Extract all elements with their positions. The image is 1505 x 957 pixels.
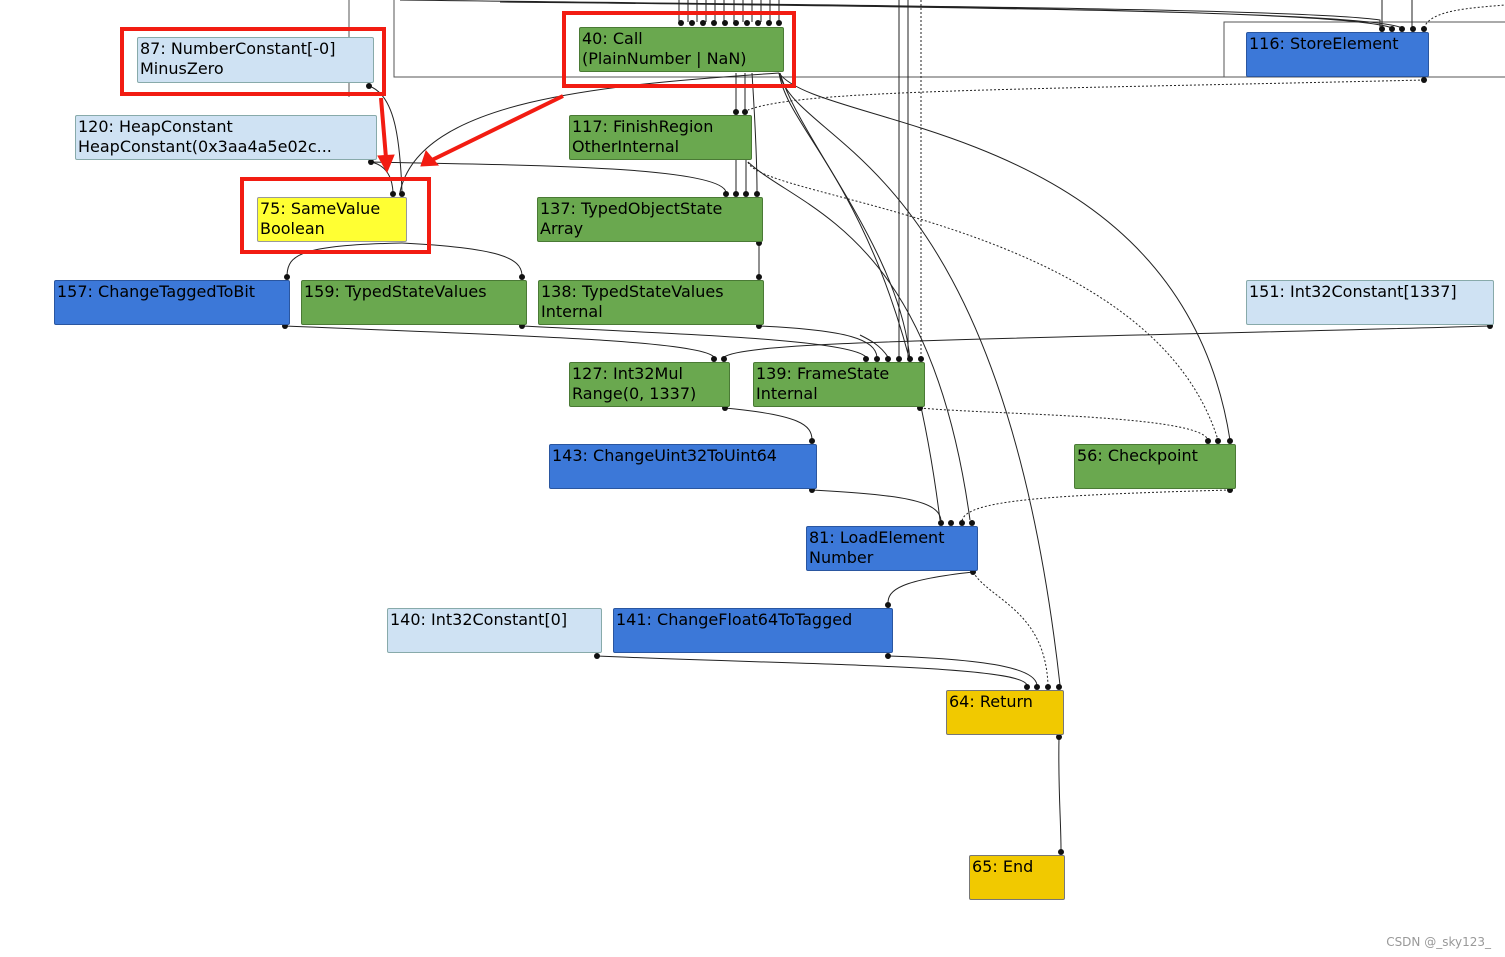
node-label: 141: ChangeFloat64ToTagged [616,610,853,629]
node-type: Range(0, 1337) [572,384,697,403]
node-label: 159: TypedStateValues [304,282,487,301]
node-label: 138: TypedStateValues [541,282,724,301]
node-type: Internal [756,384,818,403]
node-label: 140: Int32Constant[0] [390,610,568,629]
node-type: Internal [541,302,603,321]
node-label: 40: Call [582,29,643,48]
node-116-store-element[interactable]: 116: StoreElement [1246,32,1429,77]
watermark: CSDN @_sky123_ [1386,935,1491,949]
node-type: (PlainNumber | NaN) [582,49,747,68]
node-157-change-tagged-to-bit[interactable]: 157: ChangeTaggedToBit [54,280,290,325]
node-label: 81: LoadElement [809,528,945,547]
node-type: MinusZero [140,59,224,78]
node-141-change-float64-to-tagged[interactable]: 141: ChangeFloat64ToTagged [613,608,893,653]
node-label: 65: End [972,857,1034,876]
node-40-call[interactable]: 40: Call(PlainNumber | NaN) [579,27,784,72]
node-label: 139: FrameState [756,364,890,383]
node-label: 127: Int32Mul [572,364,683,383]
node-type: OtherInternal [572,137,680,156]
node-label: 116: StoreElement [1249,34,1399,53]
node-64-return[interactable]: 64: Return [946,690,1064,735]
node-label: 56: Checkpoint [1077,446,1198,465]
node-56-checkpoint[interactable]: 56: Checkpoint [1074,444,1236,489]
node-type: Array [540,219,584,238]
node-label: 75: SameValue [260,199,381,218]
node-159-typed-state-values[interactable]: 159: TypedStateValues [301,280,527,325]
node-143-change-uint32-to-uint64[interactable]: 143: ChangeUint32ToUint64 [549,444,817,489]
node-label: 117: FinishRegion [572,117,714,136]
node-label: 120: HeapConstant [78,117,233,136]
node-label: 157: ChangeTaggedToBit [57,282,256,301]
node-151-int32-constant[interactable]: 151: Int32Constant[1337] [1246,280,1494,325]
node-65-end[interactable]: 65: End [969,855,1065,900]
node-140-int32-constant[interactable]: 140: Int32Constant[0] [387,608,602,653]
node-label: 137: TypedObjectState [540,199,723,218]
node-label: 151: Int32Constant[1337] [1249,282,1457,301]
node-label: 143: ChangeUint32ToUint64 [552,446,777,465]
node-label: 64: Return [949,692,1033,711]
node-type: Boolean [260,219,325,238]
node-type: HeapConstant(0x3aa4a5e02c... [78,137,332,156]
node-type: Number [809,548,874,567]
node-label: 87: NumberConstant[-0] [140,39,336,58]
node-87-number-constant[interactable]: 87: NumberConstant[-0]MinusZero [137,37,374,83]
